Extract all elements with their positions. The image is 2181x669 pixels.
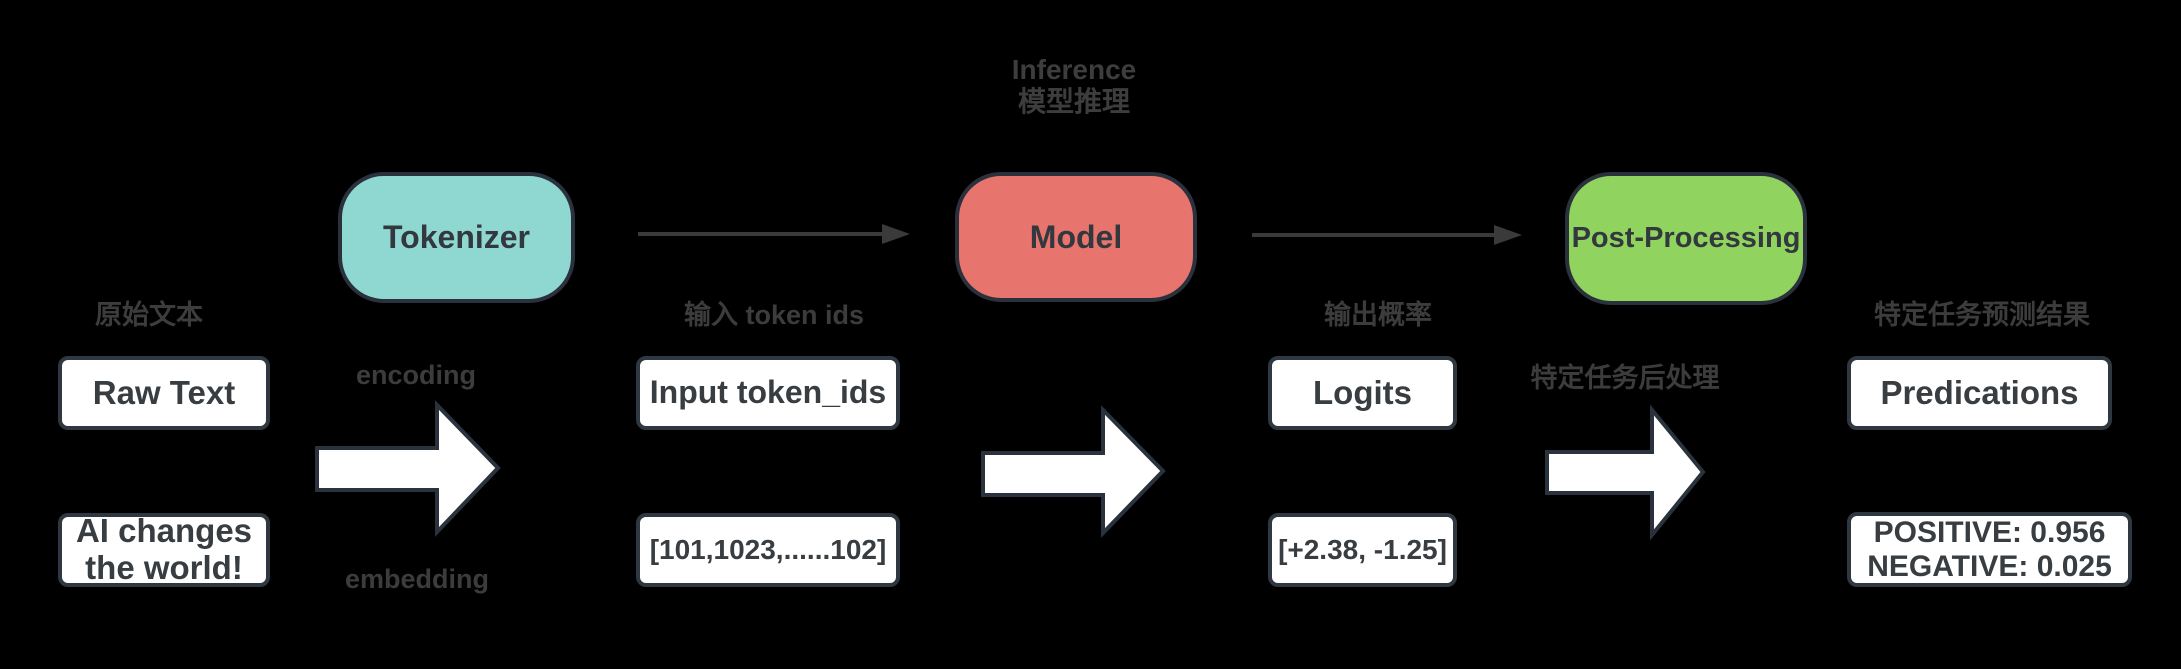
card-raw-text: Raw Text: [58, 356, 270, 430]
block-arrow-encoding: [315, 400, 501, 537]
inference-title: Inference 模型推理: [1012, 54, 1137, 118]
label-input-token-ids-zh: 输入 token ids: [683, 300, 865, 330]
card-example-sentence-line1: AI changes: [75, 512, 253, 550]
card-raw-text-label: Raw Text: [92, 373, 236, 411]
card-input-token-ids-label: Input token_ids: [649, 374, 887, 411]
card-example-sentence-line2: the world!: [85, 549, 243, 586]
stage-model-label: Model: [1029, 218, 1123, 255]
stage-tokenizer: Tokenizer: [338, 172, 575, 303]
card-prediction-positive: POSITIVE: 0.956: [1873, 515, 2106, 549]
card-logits-label: Logits: [1313, 373, 1412, 411]
card-prediction-negative: NEGATIVE: 0.025: [1867, 549, 2112, 583]
label-encoding: encoding: [356, 360, 476, 390]
stage-tokenizer-label: Tokenizer: [383, 219, 530, 255]
card-logits: Logits: [1268, 356, 1457, 430]
stage-post-processing-label: Post-Processing: [1571, 222, 1801, 254]
card-example-token-ids-label: [101,1023,......102]: [649, 534, 887, 566]
card-example-logit-values-label: [+2.38, -1.25]: [1278, 534, 1447, 566]
card-predications-label: Predications: [1880, 373, 2079, 411]
card-example-sentence: AI changes the world!: [58, 512, 270, 587]
label-task-prediction-result-zh: 特定任务预测结果: [1874, 300, 2090, 330]
stage-post-processing: Post-Processing: [1565, 172, 1807, 305]
card-example-prediction-scores: POSITIVE: 0.956 NEGATIVE: 0.025: [1847, 512, 2132, 587]
label-task-postprocessing-zh: 特定任务后处理: [1530, 363, 1720, 393]
label-raw-text-zh: 原始文本: [95, 300, 203, 330]
model-to-postprocessing-arrow: [1252, 225, 1522, 245]
card-input-token-ids: Input token_ids: [636, 356, 900, 430]
card-example-token-ids: [101,1023,......102]: [636, 513, 900, 587]
card-example-logit-values: [+2.38, -1.25]: [1268, 513, 1457, 587]
label-embedding: embedding: [344, 564, 490, 594]
label-output-probability-zh: 输出概率: [1324, 300, 1432, 330]
tokenizer-to-model-arrow: [638, 224, 910, 244]
inference-title-en: Inference: [1011, 54, 1137, 85]
inference-title-zh: 模型推理: [1017, 86, 1130, 117]
stage-model: Model: [955, 172, 1197, 302]
card-predications: Predications: [1847, 356, 2112, 430]
block-arrow-postprocess: [1545, 404, 1706, 541]
block-arrow-inference: [981, 405, 1166, 538]
